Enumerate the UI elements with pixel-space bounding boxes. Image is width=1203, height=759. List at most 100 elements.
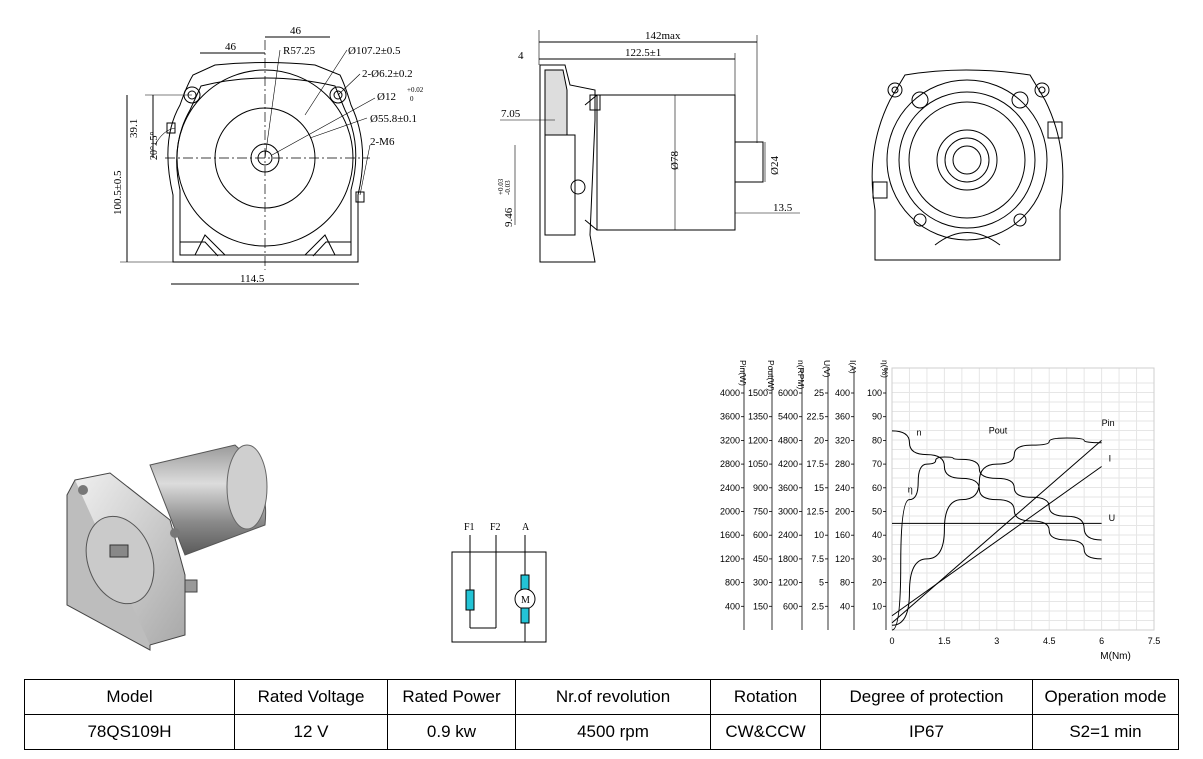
y-tick-label: 150 — [753, 601, 768, 611]
brush-bottom — [520, 607, 530, 624]
y-axis-label: Pout(W) — [766, 360, 776, 391]
y-tick-label: 6000 — [778, 388, 798, 398]
side-flange — [539, 64, 596, 263]
motor-shaft — [109, 544, 129, 558]
y-axis-label: U(V) — [822, 360, 832, 378]
header-operation-mode: Operation mode — [1032, 679, 1179, 715]
y-tick-label: 20 — [814, 435, 824, 445]
series-U-label: U — [1109, 513, 1116, 523]
front-view-drawing: 46 46 R57.25 Ø107.2±0.5 2-Ø6.2±0.2 Ø12 +… — [112, 25, 424, 285]
y-tick-label: 25 — [814, 388, 824, 398]
header-rated-voltage: Rated Voltage — [234, 679, 388, 715]
y-tick-label: 100 — [867, 388, 882, 398]
y-tick-label: 50 — [872, 507, 882, 517]
dim-142max: 142max — [645, 30, 681, 42]
value-revolution: 4500 rpm — [515, 714, 711, 750]
dim-9-46-tol-up: +0.03 — [497, 178, 505, 195]
dim-d55: Ø55.8±0.1 — [370, 113, 417, 125]
y-tick-label: 750 — [753, 507, 768, 517]
y-tick-label: 280 — [835, 459, 850, 469]
y-tick-label: 40 — [872, 530, 882, 540]
dim-4: 4 — [518, 50, 524, 62]
wiring-diagram: M F1 F2 A — [451, 522, 547, 643]
wiring-frame — [451, 551, 547, 643]
y-tick-label: 800 — [725, 578, 740, 588]
series-Pin-line — [891, 440, 1102, 624]
value-rated-power: 0.9 kw — [387, 714, 516, 750]
y-tick-label: 22.5 — [806, 412, 824, 422]
y-tick-label: 17.5 — [806, 459, 824, 469]
side-shaft — [734, 141, 764, 183]
series-n-line — [891, 430, 1102, 560]
y-tick-label: 2400 — [778, 530, 798, 540]
value-rated-voltage: 12 V — [234, 714, 388, 750]
y-tick-label: 160 — [835, 530, 850, 540]
plot-frame — [891, 367, 1155, 631]
y-tick-label: 320 — [835, 435, 850, 445]
y-tick-label: 80 — [840, 578, 850, 588]
field-coil — [465, 589, 475, 611]
dim-d107: Ø107.2±0.5 — [348, 45, 401, 57]
x-tick-label: 4.5 — [1043, 636, 1056, 646]
series-I-label: I — [1109, 454, 1112, 464]
y-tick-label: 12.5 — [806, 507, 824, 517]
y-tick-label: 10 — [872, 601, 882, 611]
y-tick-label: 240 — [835, 483, 850, 493]
series-Pout-line — [891, 437, 1102, 626]
front-housing-outline — [167, 62, 364, 263]
dim-100: 100.5±0.5 — [112, 170, 124, 215]
y-tick-label: 2400 — [720, 483, 740, 493]
y-axis-label: n(RPM) — [796, 360, 806, 389]
y-tick-label: 900 — [753, 483, 768, 493]
spec-table: Model Rated Voltage Rated Power Nr.of re… — [24, 679, 1179, 750]
series-η-line — [891, 456, 1102, 631]
dim-d12-tol-lo: 0 — [410, 95, 414, 103]
side-motor-body — [596, 94, 736, 231]
performance-chart: Pin(W)4000360032002800240020001600120080… — [720, 360, 1160, 662]
wiring-label-a: A — [522, 522, 530, 533]
y-tick-label: 450 — [753, 554, 768, 564]
dim-46-b: 46 — [290, 25, 302, 37]
y-tick-label: 3600 — [778, 483, 798, 493]
y-tick-label: 400 — [725, 601, 740, 611]
rear-housing-outline — [871, 69, 1064, 261]
y-tick-label: 3000 — [778, 507, 798, 517]
y-tick-label: 90 — [872, 412, 882, 422]
y-tick-label: 300 — [753, 578, 768, 588]
y-tick-label: 3200 — [720, 435, 740, 445]
y-tick-label: 200 — [835, 507, 850, 517]
header-model: Model — [24, 679, 235, 715]
side-view-drawing: 142max 122.5±1 4 7.05 Ø78 Ø24 13.5 9.46 … — [497, 30, 800, 263]
header-rated-power: Rated Power — [387, 679, 516, 715]
dim-122: 122.5±1 — [625, 47, 661, 59]
value-protection: IP67 — [820, 714, 1033, 750]
y-tick-label: 1800 — [778, 554, 798, 564]
y-tick-label: 600 — [783, 601, 798, 611]
y-tick-label: 30 — [872, 554, 882, 564]
dim-2m6: 2-M6 — [370, 136, 395, 148]
spec-value-row: 78QS109H 12 V 0.9 kw 4500 rpm CW&CCW IP6… — [24, 714, 1179, 750]
wiring-label-f2: F2 — [490, 522, 501, 533]
y-tick-label: 4800 — [778, 435, 798, 445]
wiring-label-f1: F1 — [464, 522, 475, 533]
dim-d24: Ø24 — [769, 156, 781, 175]
y-tick-label: 70 — [872, 459, 882, 469]
rear-view-drawing — [871, 69, 1064, 261]
dim-d78: Ø78 — [669, 151, 681, 170]
dim-9-46-tol-lo: -0.03 — [504, 180, 512, 195]
y-axis-label: I(A) — [848, 360, 858, 374]
x-axis-label: M(Nm) — [1100, 651, 1131, 662]
y-tick-label: 4000 — [720, 388, 740, 398]
header-rotation: Rotation — [710, 679, 821, 715]
dim-9-46: 9.46 — [503, 207, 515, 227]
x-tick-label: 1.5 — [938, 636, 951, 646]
y-tick-label: 1500 — [748, 388, 768, 398]
y-tick-label: 1350 — [748, 412, 768, 422]
series-Pin-label: Pin — [1102, 418, 1115, 428]
y-tick-label: 1200 — [748, 435, 768, 445]
y-tick-label: 5400 — [778, 412, 798, 422]
dim-r57: R57.25 — [283, 45, 316, 57]
dim-20deg: 20°±5° — [149, 132, 160, 161]
y-axis-label: Pin(W) — [738, 360, 748, 386]
y-tick-label: 1200 — [720, 554, 740, 564]
